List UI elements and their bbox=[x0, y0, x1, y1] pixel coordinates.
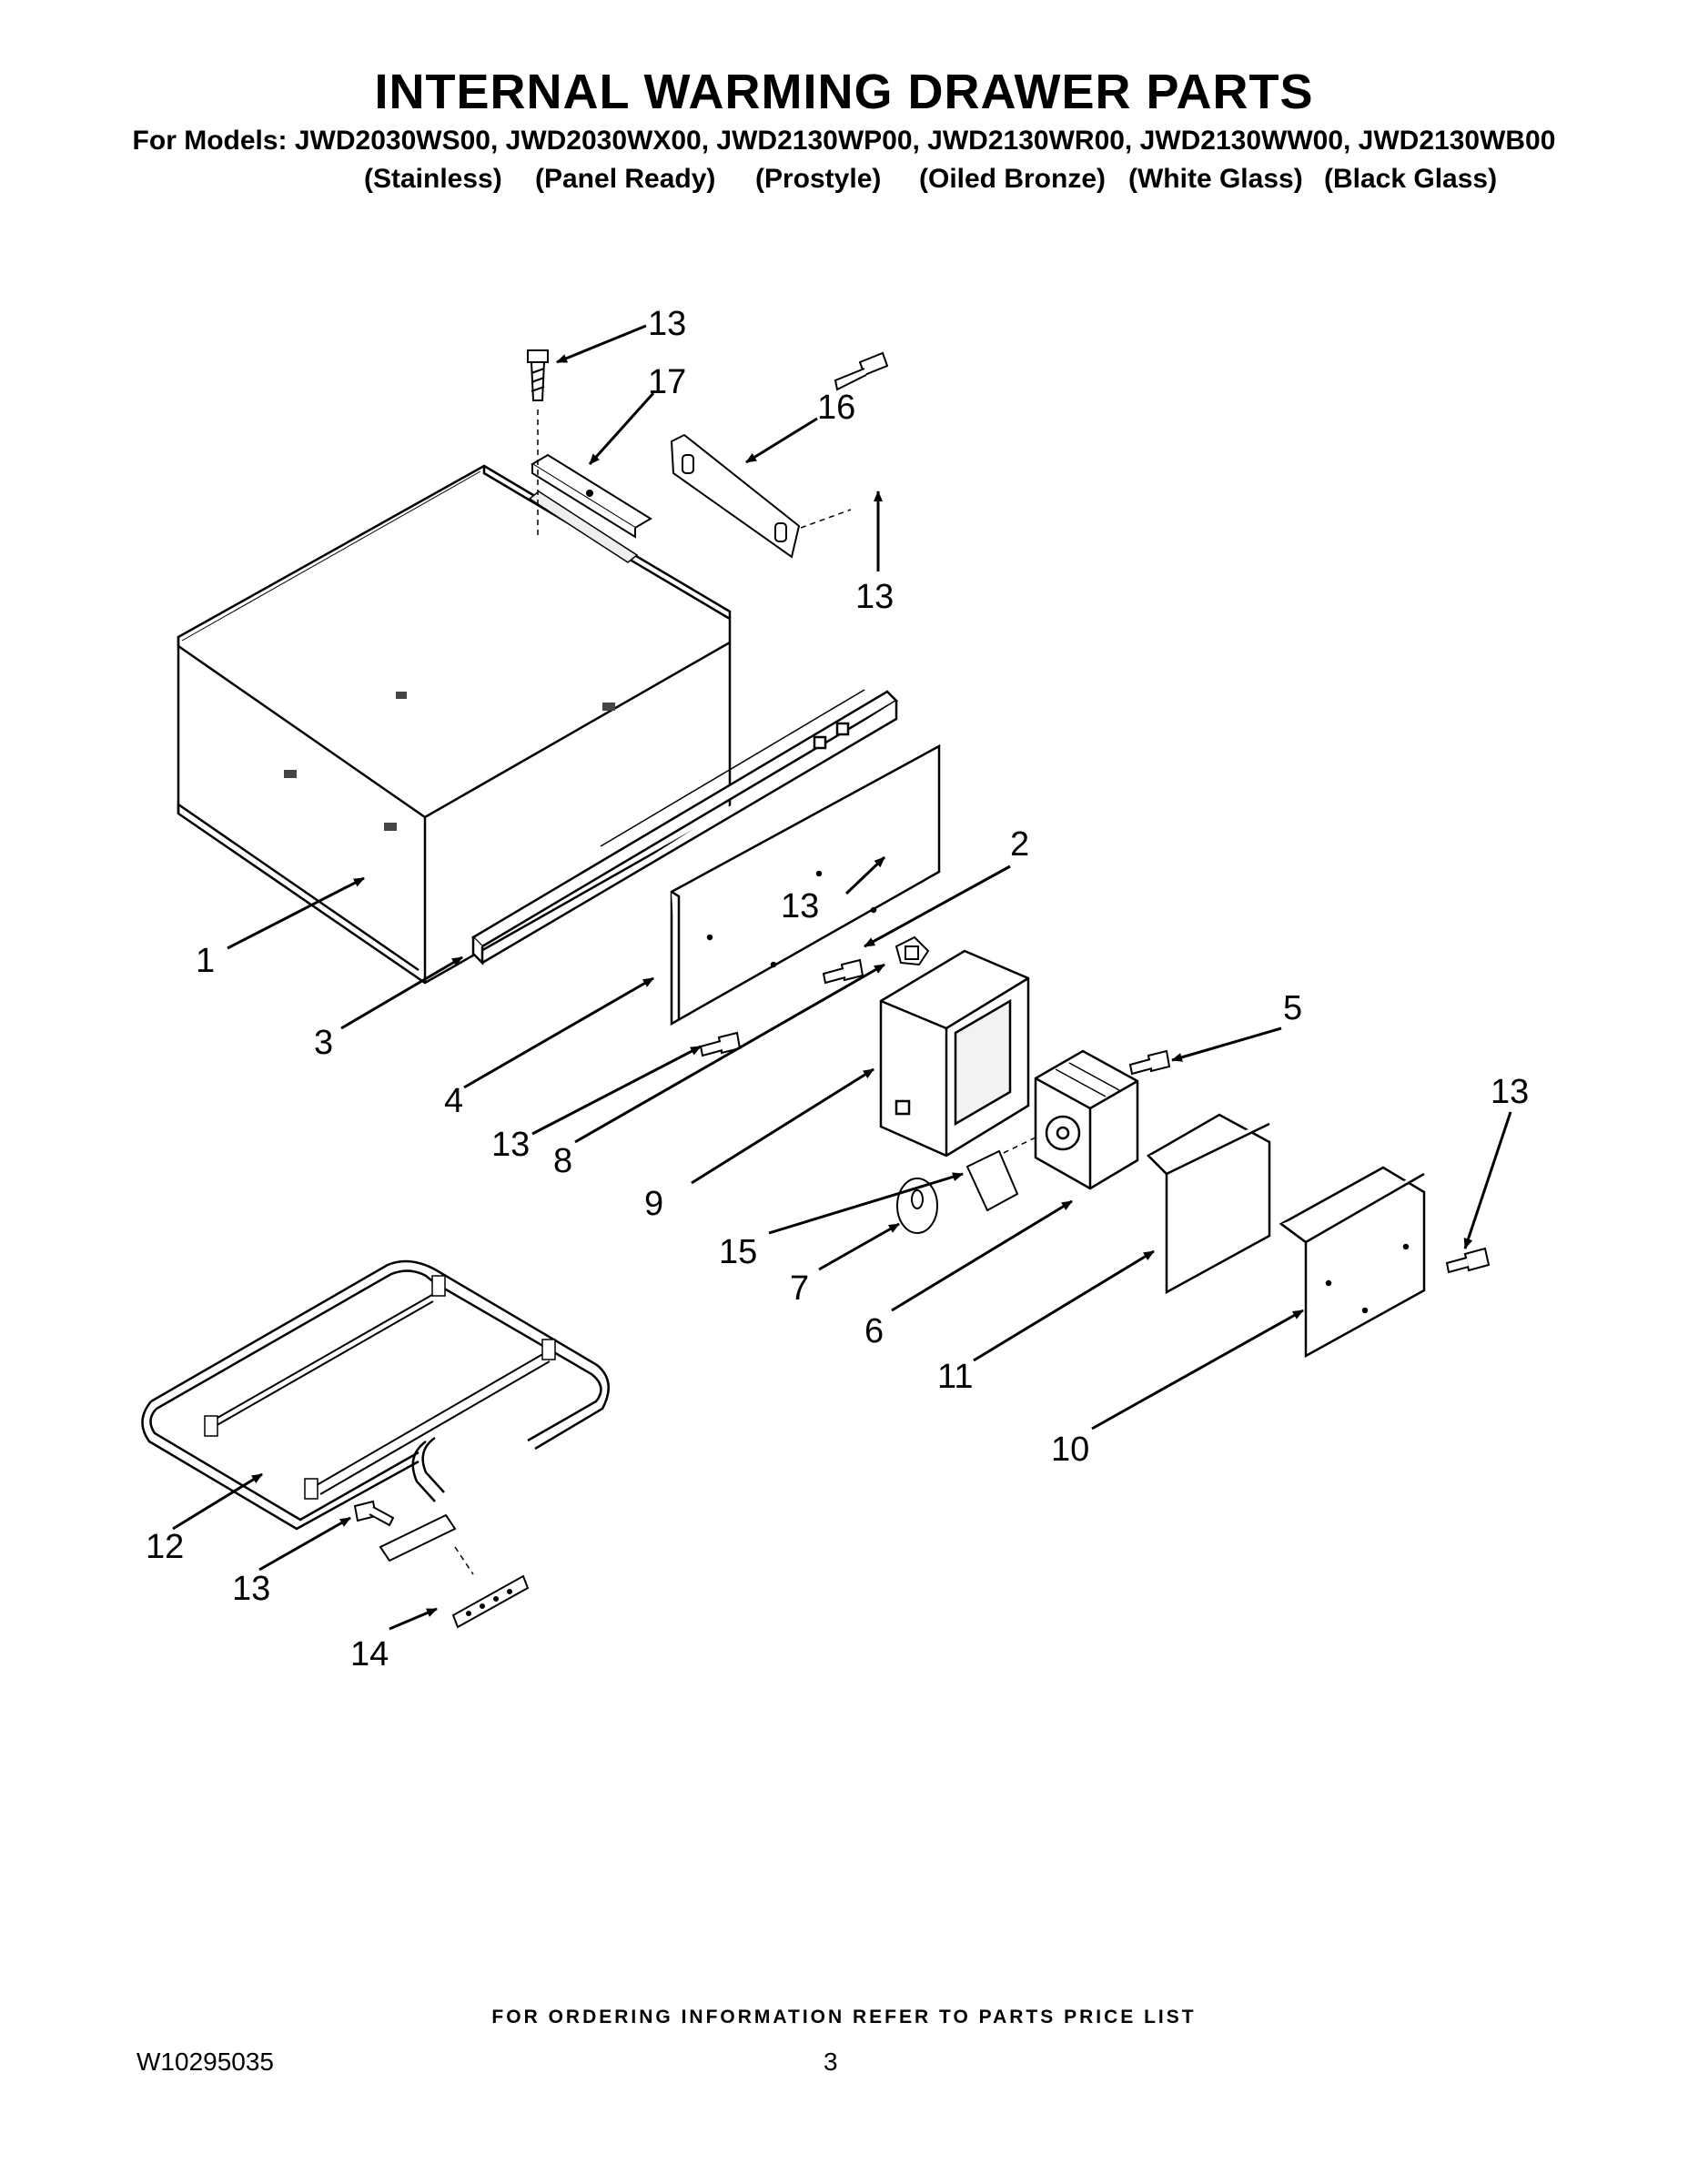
callout-13-far-right: 13 bbox=[1491, 1073, 1529, 1111]
callout-11: 11 bbox=[937, 1358, 973, 1396]
finish-black-glass: (Black Glass) bbox=[1324, 164, 1498, 194]
finish-oiled-bronze: (Oiled Bronze) bbox=[919, 164, 1107, 194]
callout-10: 10 bbox=[1051, 1431, 1089, 1469]
models-line: For Models: JWD2030WS00, JWD2030WX00, JW… bbox=[132, 126, 1556, 156]
screw-thermostat bbox=[822, 958, 864, 985]
callout-3: 3 bbox=[314, 1024, 333, 1062]
finish-stainless: (Stainless) bbox=[364, 164, 502, 194]
ordering-note: FOR ORDERING INFORMATION REFER TO PARTS … bbox=[491, 2007, 1197, 2027]
callout-13-mid: 13 bbox=[781, 887, 819, 925]
callout-17: 17 bbox=[648, 363, 686, 401]
screw-part-5 bbox=[1128, 1049, 1171, 1076]
part-4-panel bbox=[670, 743, 941, 1026]
callout-labels: 13 17 16 13 2 13 1 3 4 13 8 9 5 13 15 7 … bbox=[146, 305, 1529, 1673]
callout-2: 2 bbox=[1010, 825, 1029, 864]
screw-panel-bottom bbox=[699, 1031, 742, 1057]
callout-9: 9 bbox=[644, 1185, 663, 1223]
screw-top bbox=[527, 349, 549, 401]
callout-5: 5 bbox=[1283, 989, 1302, 1027]
callout-6: 6 bbox=[864, 1312, 884, 1350]
leader-arrows bbox=[172, 324, 1512, 1631]
finish-prostyle: (Prostyle) bbox=[755, 164, 882, 194]
screw-near-16 bbox=[834, 351, 889, 391]
part-17-bracket bbox=[531, 410, 652, 539]
part-14-terminal-plate bbox=[451, 1574, 530, 1629]
callout-1: 1 bbox=[196, 942, 215, 980]
finish-row: (Stainless) (Panel Ready) (Prostyle) (Oi… bbox=[0, 164, 1688, 200]
screw-element bbox=[353, 1500, 395, 1527]
callout-7: 7 bbox=[790, 1269, 809, 1308]
part-12-heating-element bbox=[141, 1259, 610, 1575]
callout-13-right-top: 13 bbox=[855, 578, 894, 616]
part-2-thermostat bbox=[895, 935, 930, 966]
page-title: INTERNAL WARMING DRAWER PARTS bbox=[374, 65, 1314, 119]
part-1-cabinet-shell bbox=[177, 464, 732, 985]
page-number: 3 bbox=[824, 2048, 838, 2076]
part-16-plate bbox=[670, 433, 852, 559]
document-id: W10295035 bbox=[136, 2048, 275, 2076]
callout-13-top: 13 bbox=[648, 305, 686, 343]
part-10-outer-cover bbox=[1279, 1166, 1426, 1359]
part-9-control-box bbox=[879, 949, 1030, 1158]
callout-14: 14 bbox=[350, 1635, 389, 1673]
callout-16: 16 bbox=[817, 389, 855, 427]
callout-13-left-mid: 13 bbox=[491, 1126, 530, 1164]
finish-white-glass: (White Glass) bbox=[1128, 164, 1303, 194]
callout-4: 4 bbox=[444, 1082, 463, 1120]
part-6-timer bbox=[982, 1049, 1139, 1190]
finish-panel-ready: (Panel Ready) bbox=[535, 164, 716, 194]
callout-12: 12 bbox=[146, 1528, 184, 1566]
callout-13-bottom: 13 bbox=[232, 1570, 270, 1608]
part-15-plate bbox=[965, 1149, 1019, 1212]
callout-15: 15 bbox=[719, 1233, 757, 1271]
part-11-cover bbox=[1146, 1113, 1271, 1295]
part-3-slide-rail bbox=[470, 689, 899, 966]
callout-8: 8 bbox=[553, 1142, 572, 1180]
screw-cover-right bbox=[1445, 1247, 1491, 1274]
